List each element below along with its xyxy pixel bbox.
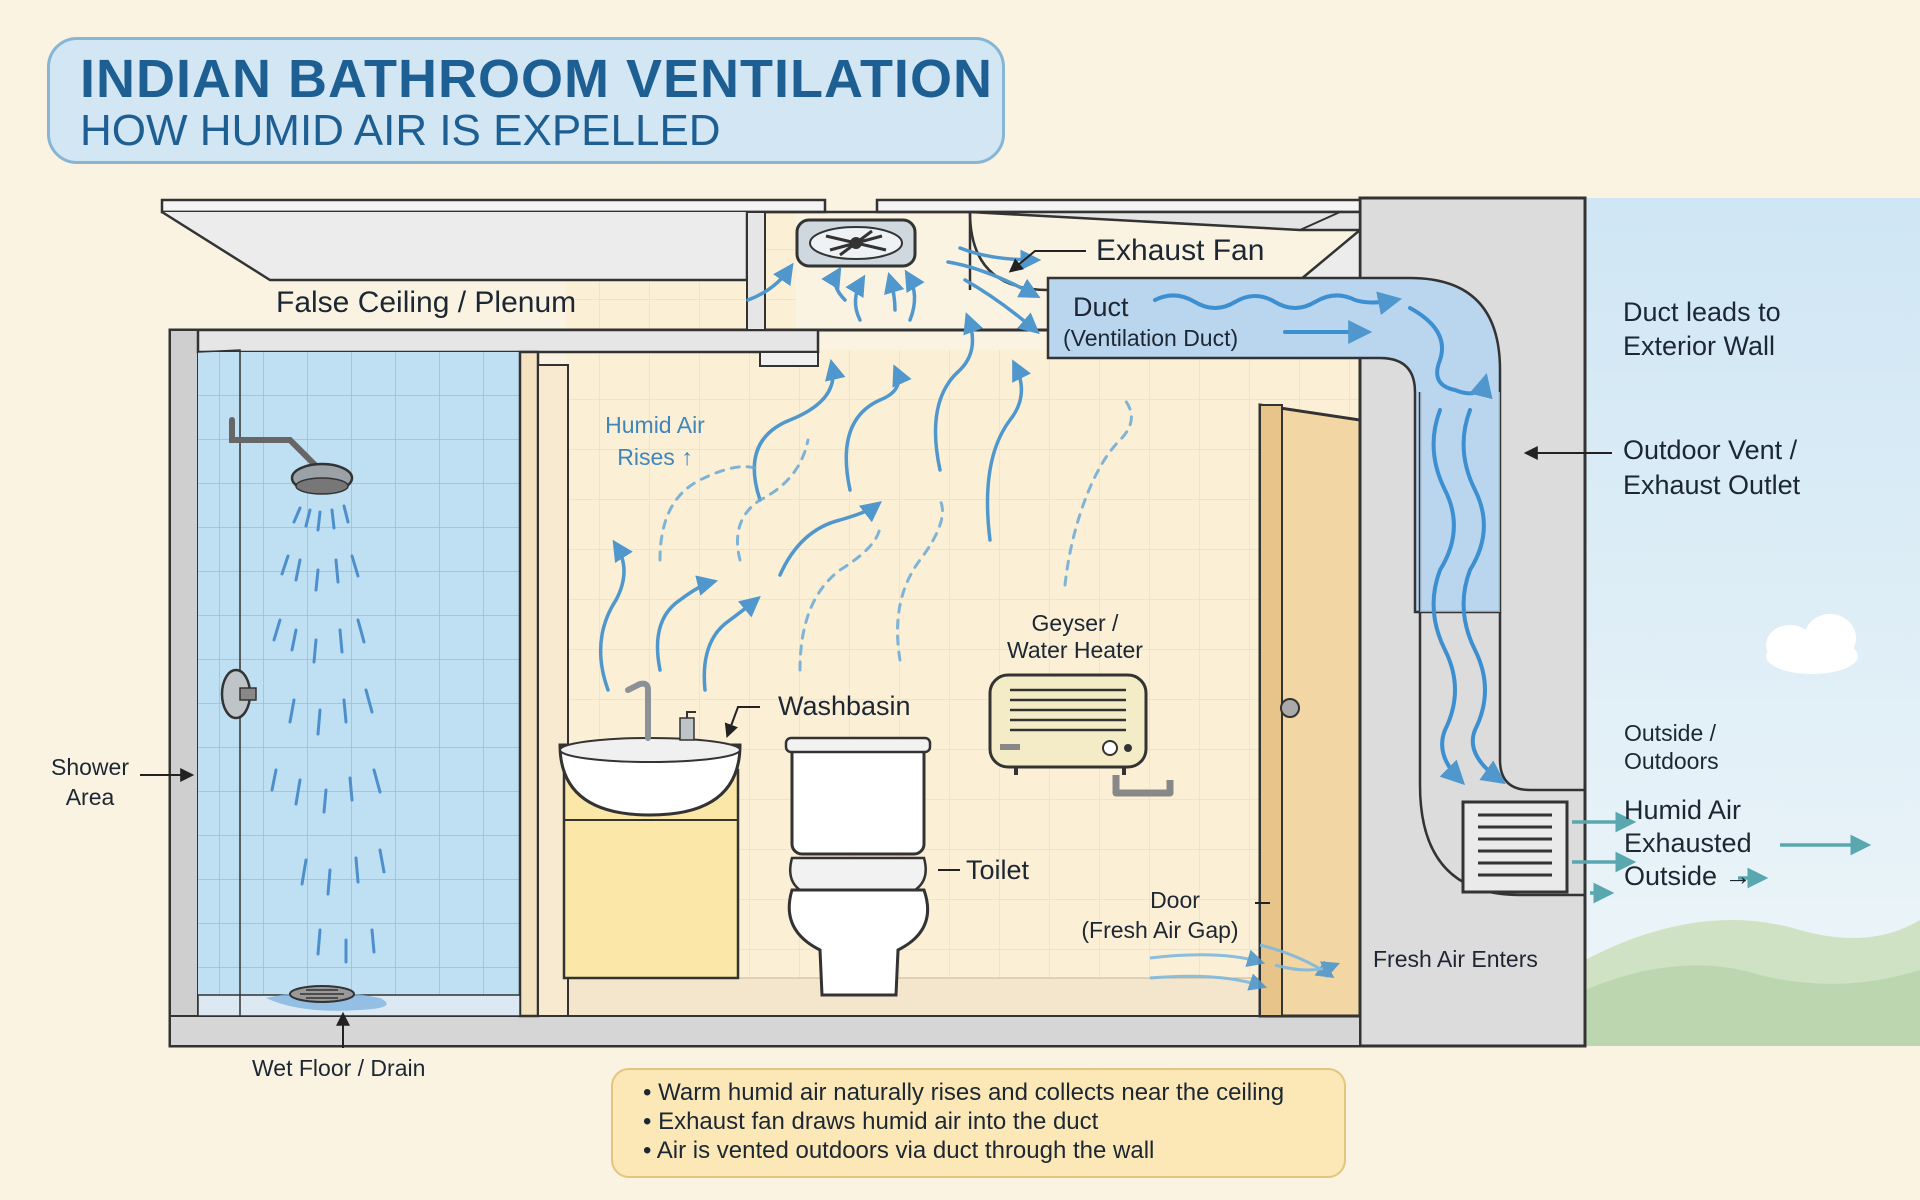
geyser-label-line1: Geyser / [1031, 610, 1119, 636]
outdoor-vent-label-line2: Exhaust Outlet [1623, 470, 1801, 500]
title-box [47, 37, 1005, 164]
false-ceiling-panel [196, 328, 820, 354]
notes-list: Warm humid air naturally rises and colle… [643, 1078, 1284, 1165]
shower-partition [518, 350, 540, 1018]
false-ceiling-label: False Ceiling / Plenum [276, 286, 577, 319]
left-wall [169, 329, 199, 1047]
duct-label: Duct [1073, 292, 1129, 322]
shower-head-icon [229, 417, 354, 495]
duct-airflow [1153, 291, 1506, 786]
door-label-line1: Door [1150, 887, 1200, 913]
exhaust-fan-icon [795, 218, 917, 268]
geyser-icon [988, 673, 1174, 797]
duct-sublabel: (Ventilation Duct) [1063, 325, 1239, 351]
duct-leads-label-line2: Exterior Wall [1623, 331, 1776, 361]
shower-tiles [198, 352, 520, 1016]
duct-leads-label-line1: Duct leads to [1623, 297, 1781, 327]
outdoor-vent-label-line1: Outdoor Vent / [1623, 435, 1798, 465]
wet-floor-label: Wet Floor / Drain [252, 1055, 426, 1081]
cloud-icon [1766, 614, 1858, 674]
note-item: Air is vented outdoors via duct through … [643, 1136, 1284, 1165]
washbasin-icon [558, 680, 742, 980]
geyser-label-line2: Water Heater [1007, 637, 1143, 663]
ceiling-slab-top-right [875, 198, 1362, 214]
note-item: Exhaust fan draws humid air into the duc… [643, 1107, 1284, 1136]
false-ceiling-plenum [161, 210, 749, 282]
humid-air-exhausted-label-line1: Humid Air [1624, 795, 1742, 825]
humid-air-exhausted-label-line3: Outside → [1624, 861, 1752, 891]
fresh-air-arrows [1149, 943, 1341, 991]
room-floor [539, 977, 1361, 1017]
shower-water [270, 504, 386, 964]
duct-wall-bend [1418, 392, 1585, 897]
toilet-icon [784, 736, 932, 997]
ceiling-slab-top [160, 198, 827, 214]
outside-label-line2: Outdoors [1624, 748, 1719, 774]
washbasin-label: Washbasin [778, 691, 911, 721]
outside-hill-front [1585, 965, 1920, 1046]
humid-air-rises-label-line1: Humid Air [605, 412, 705, 438]
humid-air-arrows [598, 246, 1042, 692]
note-item: Warm humid air naturally rises and colle… [643, 1078, 1284, 1107]
door-icon [1258, 403, 1362, 1018]
page-title: INDIAN BATHROOM VENTILATION [80, 49, 993, 109]
humid-air-exhausted-label-line2: Exhausted [1624, 828, 1752, 858]
shower-valve-icon [220, 668, 257, 720]
page-subtitle: HOW HUMID AIR IS EXPELLED [80, 106, 721, 155]
fresh-air-label: Fresh Air Enters [1373, 946, 1538, 972]
humid-air-rises-label-line2: Rises ↑ [617, 444, 693, 470]
shower-area-label-line2: Area [65, 784, 115, 810]
shower-area-label-line1: Shower [51, 754, 129, 780]
leader-lines [140, 250, 1612, 1048]
outside-label-line1: Outside / [1624, 720, 1717, 746]
exhaust-fan-label: Exhaust Fan [1096, 234, 1265, 267]
door-label-line2: (Fresh Air Gap) [1081, 917, 1239, 943]
exhaust-outside-arrows [1572, 811, 1872, 904]
outside-sky [1585, 198, 1920, 1046]
outdoor-vent-icon [1461, 800, 1569, 894]
floor-slab [169, 1015, 1361, 1047]
toilet-label: Toilet [966, 855, 1030, 885]
floor-drain-icon [266, 985, 387, 1011]
